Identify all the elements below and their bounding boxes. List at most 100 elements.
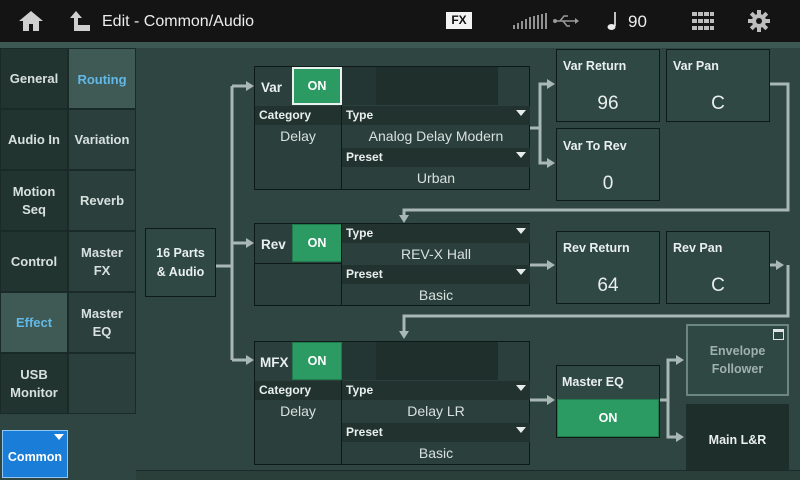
mfx-type-dropdown-icon <box>516 385 526 391</box>
mfx-bar-right <box>376 342 498 380</box>
var-preset-label-text: Preset <box>346 150 383 164</box>
mfx-block: MFX ON Category Delay Type Delay LR Pres… <box>254 341 530 465</box>
var-divider <box>341 105 342 190</box>
main-lr-label: Main L&R <box>708 433 767 447</box>
mfx-category-value[interactable]: Delay <box>280 403 316 419</box>
tab-reverb[interactable]: Reverb <box>68 170 136 231</box>
tab-control[interactable]: Control <box>0 231 68 292</box>
mfx-bar <box>342 342 376 380</box>
var-preset-label[interactable]: Preset <box>342 148 530 167</box>
usb-icon <box>552 14 580 28</box>
rev-preset-dropdown-icon <box>516 269 526 275</box>
rev-type-label[interactable]: Type <box>342 224 530 243</box>
tab-general[interactable]: General <box>0 48 68 109</box>
var-category-label: Category <box>255 106 341 125</box>
var-switch[interactable]: ON <box>292 67 342 105</box>
rev-label: Rev <box>261 237 286 252</box>
var-block: Var ON Category Delay Type Analog Delay … <box>254 66 530 190</box>
header-divider <box>0 42 800 48</box>
tab-master-fx-label: Master FX <box>81 244 123 278</box>
var-preset-value[interactable]: Urban <box>416 170 456 186</box>
source-block: 16 Parts & Audio <box>145 228 216 297</box>
tempo-value[interactable]: 90 <box>628 12 647 31</box>
rev-switch[interactable]: ON <box>292 224 342 262</box>
home-icon[interactable] <box>18 10 44 32</box>
grid-icon[interactable] <box>692 12 714 30</box>
common-button-label: Common <box>7 450 63 464</box>
var-type-value[interactable]: Analog Delay Modern <box>368 128 504 144</box>
rev-divider <box>255 263 342 264</box>
rev-return-label: Rev Return <box>563 241 630 255</box>
mfx-preset-label[interactable]: Preset <box>342 423 530 442</box>
var-return-label: Var Return <box>563 59 627 73</box>
tab-motion-seq[interactable]: Motion Seq <box>0 170 68 231</box>
var-type-dropdown-icon <box>516 110 526 116</box>
rev-type-value[interactable]: REV-X Hall <box>400 246 472 262</box>
mfx-type-value[interactable]: Delay LR <box>407 403 465 419</box>
chevron-down-icon <box>54 434 64 440</box>
tab-usb-monitor[interactable]: USB Monitor <box>0 353 68 414</box>
var-preset-dropdown-icon <box>516 152 526 158</box>
common-button[interactable]: Common <box>2 430 68 478</box>
var-return-box[interactable]: Var Return 96 <box>556 49 660 122</box>
mfx-switch[interactable]: ON <box>292 342 342 380</box>
rev-return-box[interactable]: Rev Return 64 <box>556 231 660 304</box>
var-to-rev-value: 0 <box>602 173 614 194</box>
var-type-label[interactable]: Type <box>342 106 530 125</box>
var-type-label-text: Type <box>346 108 374 122</box>
header-bar: Edit - Common/Audio FX 90 <box>0 0 800 42</box>
rev-preset-value[interactable]: Basic <box>418 287 454 303</box>
var-bar-right <box>376 67 498 105</box>
source-block-label: 16 Parts & Audio <box>156 245 205 279</box>
tab-routing[interactable]: Routing <box>68 48 136 109</box>
gear-icon[interactable] <box>748 10 770 32</box>
rev-pan-label: Rev Pan <box>673 241 723 255</box>
tab-effect[interactable]: Effect <box>0 292 68 353</box>
main-lr-output: Main L&R <box>686 404 789 476</box>
popup-window-icon <box>773 329 784 340</box>
tab-master-eq[interactable]: Master EQ <box>68 292 136 353</box>
rev-return-value: 64 <box>597 275 619 296</box>
tab-empty <box>68 353 136 414</box>
tab-master-fx[interactable]: Master FX <box>68 231 136 292</box>
mfx-category-label: Category <box>255 381 341 400</box>
rev-type-label-text: Type <box>346 226 374 240</box>
tab-audio-in[interactable]: Audio In <box>0 109 68 170</box>
master-eq-switch[interactable]: ON <box>557 399 659 437</box>
tab-variation[interactable]: Variation <box>68 109 136 170</box>
bottom-strip <box>136 470 800 480</box>
var-label: Var <box>261 80 283 95</box>
rev-pan-box[interactable]: Rev Pan C <box>666 231 770 304</box>
rev-pan-value: C <box>711 275 725 296</box>
var-pan-label: Var Pan <box>673 59 719 73</box>
fx-badge: FX <box>446 12 472 29</box>
mfx-label: MFX <box>260 355 289 370</box>
tab-motion-seq-label: Motion Seq <box>12 183 56 217</box>
meter-icon <box>512 12 548 30</box>
rev-type-dropdown-icon <box>516 228 526 234</box>
rev-preset-label[interactable]: Preset <box>342 265 530 284</box>
back-arrow-icon[interactable] <box>70 9 92 33</box>
mfx-preset-label-text: Preset <box>346 425 383 439</box>
mfx-type-label[interactable]: Type <box>342 381 530 400</box>
rev-block: Rev ON Type REV-X Hall Preset Basic <box>254 223 530 306</box>
var-to-rev-label: Var To Rev <box>563 139 627 153</box>
mfx-preset-dropdown-icon <box>516 427 526 433</box>
var-pan-box[interactable]: Var Pan C <box>666 49 770 122</box>
var-bar <box>342 67 376 105</box>
page-title: Edit - Common/Audio <box>102 13 255 30</box>
mfx-preset-value[interactable]: Basic <box>418 445 454 461</box>
rev-divider-v <box>341 224 342 306</box>
mfx-divider <box>341 380 342 465</box>
mfx-type-label-text: Type <box>346 383 374 397</box>
var-pan-value: C <box>711 93 725 114</box>
envelope-follower-button[interactable]: Envelope Follower <box>686 324 789 396</box>
var-return-value: 96 <box>597 93 619 114</box>
var-category-value[interactable]: Delay <box>280 128 316 144</box>
var-to-rev-box[interactable]: Var To Rev 0 <box>556 128 660 201</box>
master-eq-label: Master EQ <box>562 375 624 389</box>
tempo-note-icon <box>606 11 618 31</box>
envelope-follower-label: Envelope Follower <box>709 344 766 376</box>
rev-preset-label-text: Preset <box>346 267 383 281</box>
